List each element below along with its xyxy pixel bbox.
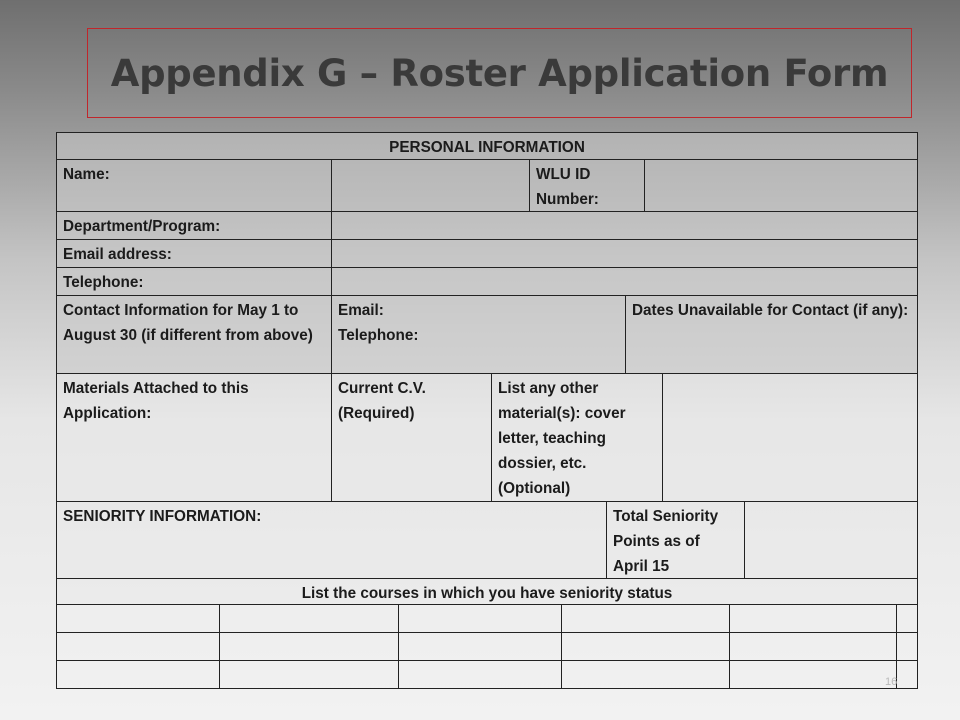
email-row: Email address: xyxy=(56,239,918,267)
roster-application-form: PERSONAL INFORMATION Name: WLU ID Number… xyxy=(56,132,918,689)
page-title: Appendix G – Roster Application Form xyxy=(110,51,889,95)
personal-header-row: PERSONAL INFORMATION xyxy=(56,132,918,159)
seniority-row: SENIORITY INFORMATION: Total Seniority P… xyxy=(56,501,918,578)
cv-label: Current C.V. (Required) xyxy=(331,373,491,501)
department-label: Department/Program: xyxy=(56,211,331,239)
wlu-id-field[interactable] xyxy=(644,159,918,211)
course-cell[interactable] xyxy=(896,604,918,632)
title-box: Appendix G – Roster Application Form xyxy=(87,28,912,118)
telephone-field[interactable] xyxy=(331,267,918,295)
course-cell[interactable] xyxy=(398,660,561,689)
course-cell[interactable] xyxy=(896,660,918,689)
course-row xyxy=(56,604,918,632)
contact-telephone-label: Telephone: xyxy=(338,327,419,344)
course-cell[interactable] xyxy=(561,604,729,632)
contact-label: Contact Information for May 1 to August … xyxy=(56,295,331,373)
course-cell[interactable] xyxy=(729,632,896,660)
course-cell[interactable] xyxy=(219,660,398,689)
materials-row: Materials Attached to this Application: … xyxy=(56,373,918,501)
course-cell[interactable] xyxy=(56,632,219,660)
courses-header-row: List the courses in which you have senio… xyxy=(56,578,918,604)
department-field[interactable] xyxy=(331,211,918,239)
course-cell[interactable] xyxy=(561,660,729,689)
course-row xyxy=(56,632,918,660)
course-cell[interactable] xyxy=(398,632,561,660)
page-number: 16 xyxy=(885,676,898,688)
personal-information-header: PERSONAL INFORMATION xyxy=(56,132,918,159)
course-cell[interactable] xyxy=(398,604,561,632)
course-cell[interactable] xyxy=(561,632,729,660)
wlu-id-label: WLU ID Number: xyxy=(529,159,644,211)
telephone-label: Telephone: xyxy=(56,267,331,295)
name-label: Name: xyxy=(56,159,331,211)
contact-row: Contact Information for May 1 to August … xyxy=(56,295,918,373)
other-materials-label: List any other material(s): cover letter… xyxy=(491,373,662,501)
telephone-row: Telephone: xyxy=(56,267,918,295)
course-row xyxy=(56,660,918,689)
course-cell[interactable] xyxy=(729,660,896,689)
total-seniority-field[interactable] xyxy=(744,501,918,578)
name-row: Name: WLU ID Number: xyxy=(56,159,918,211)
courses-header: List the courses in which you have senio… xyxy=(56,578,918,604)
dates-unavailable-label: Dates Unavailable for Contact (if any): xyxy=(625,295,918,373)
course-cell[interactable] xyxy=(729,604,896,632)
course-cell[interactable] xyxy=(56,660,219,689)
materials-field[interactable] xyxy=(662,373,918,501)
course-cell[interactable] xyxy=(56,604,219,632)
course-cell[interactable] xyxy=(219,604,398,632)
seniority-label: SENIORITY INFORMATION: xyxy=(56,501,606,578)
email-field[interactable] xyxy=(331,239,918,267)
name-field[interactable] xyxy=(331,159,529,211)
contact-email-label: Email: xyxy=(338,302,384,319)
contact-email-telephone-field[interactable]: Email: Telephone: xyxy=(331,295,625,373)
email-label: Email address: xyxy=(56,239,331,267)
materials-label: Materials Attached to this Application: xyxy=(56,373,331,501)
course-cell[interactable] xyxy=(219,632,398,660)
department-row: Department/Program: xyxy=(56,211,918,239)
course-cell[interactable] xyxy=(896,632,918,660)
total-seniority-label: Total Seniority Points as of April 15 xyxy=(606,501,744,578)
